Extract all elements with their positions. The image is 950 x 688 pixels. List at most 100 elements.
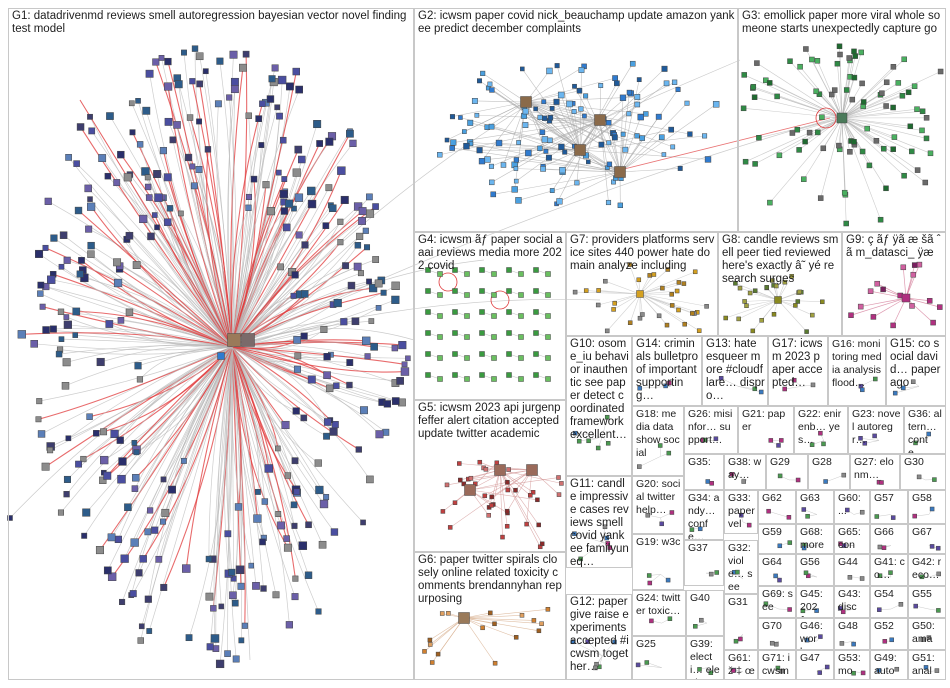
edge: [559, 171, 621, 202]
vertex-node: [583, 93, 589, 99]
vertex-node: [232, 655, 240, 663]
vertex-node: [492, 621, 497, 627]
edge: [231, 346, 251, 661]
vertex-node: [637, 315, 643, 321]
vertex-node: [283, 543, 292, 552]
vertex-node: [658, 134, 665, 141]
vertex-node: [911, 262, 918, 268]
vertex-node: [337, 218, 344, 225]
edge: [231, 259, 485, 348]
vertex-node: [612, 301, 617, 306]
edge: [78, 210, 233, 348]
group-box-g20: G20: social twitter help…: [632, 476, 684, 534]
vertex-node: [47, 275, 56, 284]
vertex-node: [295, 85, 303, 94]
vertex-node: [364, 244, 371, 251]
vertex-node: [890, 322, 896, 329]
vertex-node: [622, 146, 629, 153]
edge: [231, 109, 521, 348]
edge: [127, 177, 233, 348]
edge: [227, 89, 236, 348]
edge: [481, 101, 527, 162]
vertex-node: [874, 514, 880, 519]
vertex-node: [801, 507, 807, 512]
vertex-node: [859, 576, 865, 581]
vertex-node: [809, 56, 815, 63]
edge: [721, 378, 739, 387]
vertex-node: [619, 94, 627, 101]
edge: [79, 99, 233, 348]
edge: [129, 311, 233, 348]
vertex-node: [777, 473, 783, 479]
vertex-node: [362, 336, 371, 345]
vertex-node: [464, 271, 470, 277]
vertex-node: [669, 510, 675, 515]
vertex-node: [859, 509, 865, 515]
vertex-node: [279, 189, 288, 199]
vertex-node: [259, 100, 266, 107]
edge: [755, 290, 779, 301]
vertex-node: [702, 133, 708, 139]
vertex-node: [879, 90, 885, 96]
group-box-g15: G15: co social david… paper ago: [886, 336, 946, 406]
vertex-node: [629, 60, 636, 67]
vertex-node: [848, 312, 854, 318]
group-box-g67: G67: [908, 524, 946, 554]
vertex-node: [747, 290, 753, 296]
vertex-node: [879, 480, 884, 485]
vertex-node: [480, 625, 485, 631]
vertex-node: [751, 94, 758, 100]
edge: [525, 101, 615, 135]
vertex-node: [923, 135, 930, 142]
vertex-node: [298, 541, 308, 550]
group-label: G34: andy… confe…: [688, 492, 720, 540]
vertex-node: [890, 104, 896, 111]
vertex-node: [124, 503, 132, 511]
group-label: G45: 2021…: [800, 588, 823, 617]
edge: [231, 346, 334, 432]
vertex-node: [76, 123, 85, 131]
vertex-node: [708, 670, 714, 675]
vertex-node: [810, 312, 815, 318]
vertex-node: [73, 160, 80, 167]
vertex-node: [518, 292, 524, 298]
group-box-g48: G48: [834, 618, 870, 650]
vertex-node: [400, 367, 410, 376]
vertex-node: [248, 562, 254, 569]
vertex-node: [398, 341, 407, 350]
vertex-node: [425, 372, 431, 378]
vertex-node: [87, 202, 96, 211]
vertex-node: [353, 262, 362, 271]
vertex-node: [272, 591, 280, 599]
vertex-node: [75, 460, 82, 468]
vertex-node: [913, 440, 918, 446]
vertex-node: [540, 166, 546, 172]
vertex-node: [116, 436, 124, 444]
vertex-node: [291, 205, 297, 212]
edge: [850, 297, 907, 316]
vertex-node: [576, 88, 583, 94]
vertex-node: [558, 143, 565, 151]
edge: [231, 346, 264, 589]
group-box-g40: G40: [686, 590, 724, 636]
vertex-node: [353, 202, 363, 211]
vertex-node: [360, 406, 368, 415]
edge: [525, 111, 601, 121]
vertex-node: [113, 179, 121, 187]
vertex-node: [479, 267, 485, 273]
vertex-node: [489, 503, 494, 508]
vertex-node: [464, 376, 470, 382]
edge: [90, 253, 233, 348]
vertex-node: [687, 131, 693, 137]
group-label: G56: [800, 556, 820, 568]
vertex-node: [495, 139, 503, 147]
edge: [569, 103, 581, 151]
vertex-node: [268, 75, 276, 83]
vertex-node: [742, 299, 747, 304]
group-box-g27: G27: elonm…: [850, 454, 900, 490]
vertex-node: [696, 328, 702, 333]
vertex-node: [375, 430, 384, 439]
vertex-node: [202, 68, 209, 75]
vertex-node: [572, 531, 577, 536]
edge: [579, 149, 708, 160]
